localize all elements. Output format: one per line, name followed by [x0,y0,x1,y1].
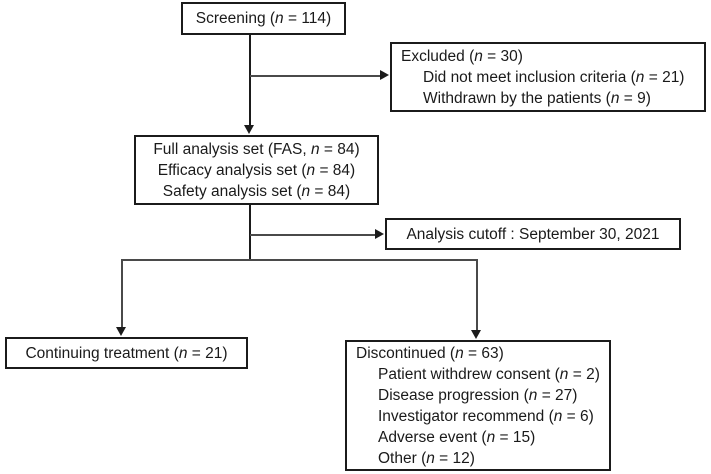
node-analysis-sets-line-1: Full analysis set (FAS, n = 84) [153,140,360,158]
node-discontinued-item-5: Other (n = 12) [378,449,475,467]
node-discontinued-item-4: Adverse event (n = 15) [378,428,536,446]
node-excluded: Excluded (n = 30) Did not meet inclusion… [390,42,706,112]
arrow-split-to-discontinued [471,330,481,339]
connector-split-left [121,259,123,329]
connector-fas-to-cutoff [250,234,377,236]
node-excluded-item-2: Withdrawn by the patients (n = 9) [423,89,651,107]
node-screening: Screening (n = 114) [181,2,346,35]
arrow-split-to-continuing [116,327,126,336]
node-analysis-sets-line-2: Efficacy analysis set (n = 84) [157,161,356,179]
connector-screening-to-excluded [250,75,382,77]
node-excluded-heading: Excluded (n = 30) [401,47,523,65]
node-discontinued: Discontinued (n = 63) Patient withdrew c… [345,340,611,471]
arrow-screening-to-fas [244,125,254,134]
arrow-fas-to-cutoff [375,229,384,239]
arrow-screening-to-excluded [380,70,389,80]
node-discontinued-item-1: Patient withdrew consent (n = 2) [378,365,600,383]
node-continuing-treatment: Continuing treatment (n = 21) [5,337,248,369]
node-discontinued-item-2: Disease progression (n = 27) [378,386,578,404]
node-analysis-sets-line-3: Safety analysis set (n = 84) [162,182,351,200]
connector-fas-trunk [249,205,251,261]
node-continuing-treatment-line-1: Continuing treatment (n = 21) [25,344,228,362]
node-discontinued-item-3: Investigator recommend (n = 6) [378,407,594,425]
connector-split-right [476,259,478,332]
node-analysis-cutoff: Analysis cutoff : September 30, 2021 [385,218,681,250]
node-screening-line-1: Screening (n = 114) [195,10,332,27]
node-analysis-sets: Full analysis set (FAS, n = 84) Efficacy… [134,135,379,205]
node-excluded-item-1: Did not meet inclusion criteria (n = 21) [423,68,685,86]
connector-split-bar [121,259,478,261]
node-analysis-cutoff-line-1: Analysis cutoff : September 30, 2021 [406,225,660,243]
connector-screening-to-fas [249,35,251,126]
node-discontinued-heading: Discontinued (n = 63) [356,344,504,362]
